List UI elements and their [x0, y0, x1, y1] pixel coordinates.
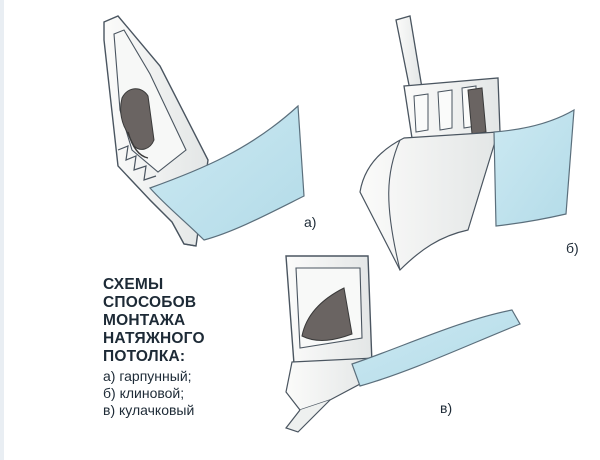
- film-c: [351, 309, 521, 387]
- film-b: [493, 108, 575, 227]
- profile-a-lip: [149, 199, 197, 247]
- profile-c-tail: [285, 399, 331, 433]
- caption-title-line: НАТЯЖНОГО: [103, 330, 205, 347]
- label-figure-a: а): [304, 214, 317, 230]
- label-figure-b: б): [566, 240, 579, 256]
- profile-b-slot-2: [437, 89, 453, 131]
- figure-a-harpoon: [103, 15, 305, 247]
- caption-title: СХЕМЫ СПОСОБОВ МОНТАЖА НАТЯЖНОГО ПОТОЛКА…: [103, 276, 205, 366]
- figure-c-cam: [285, 255, 521, 433]
- wedge-insert: [467, 87, 487, 135]
- profile-a-teeth: [117, 145, 157, 181]
- harpoon-insert-hook: [127, 131, 149, 159]
- figure-b-wedge: [359, 15, 575, 272]
- diagram-caption: СХЕМЫ СПОСОБОВ МОНТАЖА НАТЯЖНОГО ПОТОЛКА…: [103, 276, 205, 419]
- caption-title-line: МОНТАЖА: [103, 312, 186, 329]
- caption-item-cam: в) кулачковый: [103, 402, 195, 418]
- profile-b-slot-1: [413, 93, 429, 133]
- cam-insert: [301, 287, 353, 341]
- caption-item-harpoon: а) гарпунный;: [103, 368, 192, 384]
- film-b-edge: [388, 139, 401, 271]
- profile-b-fin: [395, 15, 423, 91]
- page-edge: [0, 0, 4, 460]
- caption-title-line: СХЕМЫ: [103, 276, 164, 293]
- label-figure-c: в): [440, 400, 453, 416]
- film-b-under: [359, 131, 499, 272]
- caption-item-wedge: б) клиновой;: [103, 385, 185, 401]
- caption-title-line: ПОТОЛКА:: [103, 348, 186, 365]
- film-a: [148, 104, 305, 241]
- caption-title-line: СПОСОБОВ: [103, 294, 197, 311]
- caption-list: а) гарпунный; б) клиновой; в) кулачковый: [103, 368, 205, 419]
